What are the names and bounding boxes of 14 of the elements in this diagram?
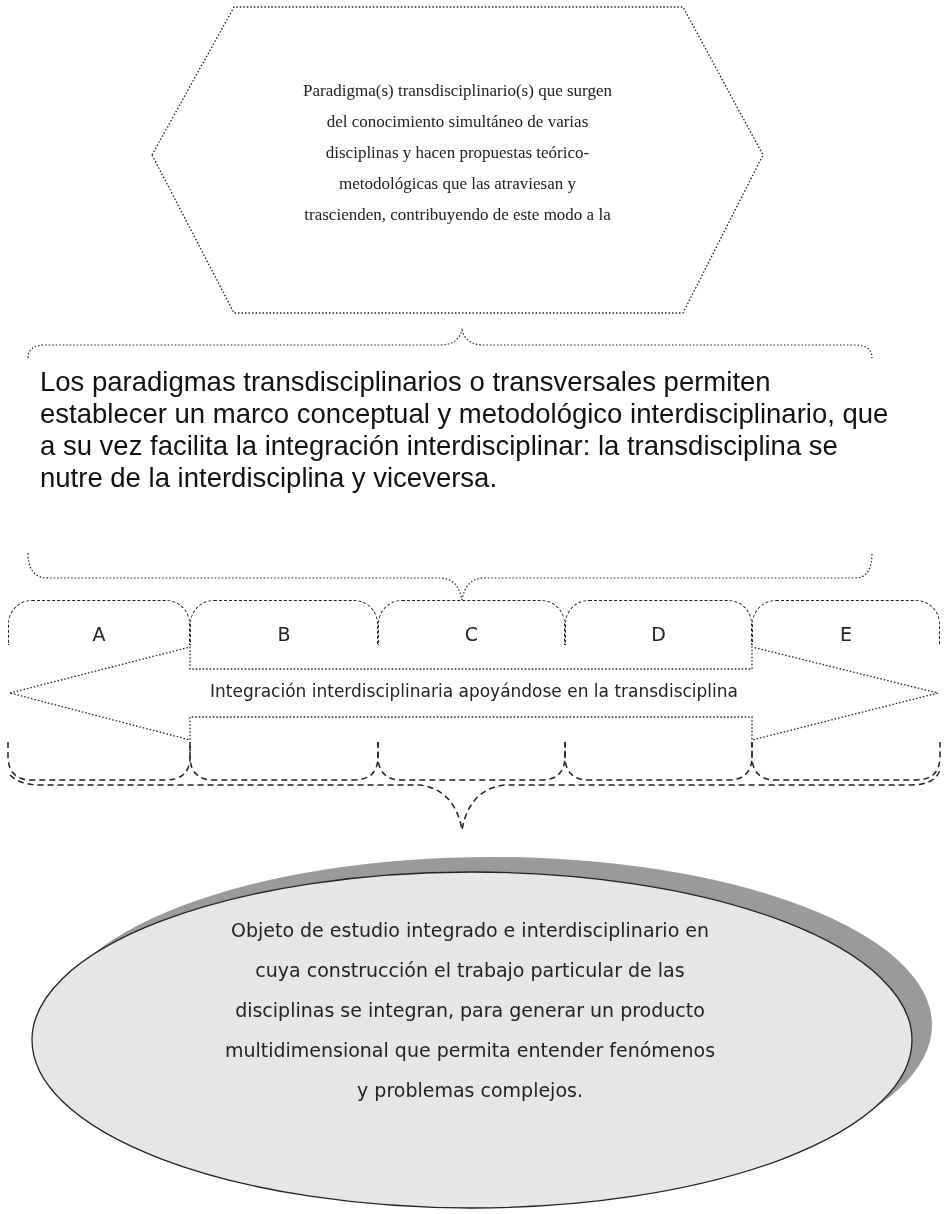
dashed-box bbox=[752, 600, 940, 645]
box-label: E bbox=[839, 623, 853, 645]
box-label: B bbox=[276, 623, 292, 645]
dashed-box bbox=[565, 600, 752, 645]
node-text: Objeto de estudio integrado e interdisciplinario en cuya construcción el trabajo particular de las disciplinas se integran, para generar un producto multidimensional que permita entender fenómenos y problemas complejos. bbox=[223, 918, 717, 1103]
paragraph-text: Los paradigmas transdisciplinarios o transversales permiten establecer un marco conceptual y metodológico interdisciplinario, que a su vez facilita la integración interdisciplinar: la transdisciplina se nutre de la interdisciplina y viceversa. bbox=[40, 366, 890, 494]
node-text: Paradigma(s) transdisciplinario(s) que surgen del conocimiento simultáneo de varias disciplinas y hacen propuestas teórico-metodológicas que las atraviesan y trascienden, contribuyendo de este modo a la bbox=[302, 80, 613, 226]
box-label: C bbox=[463, 623, 480, 645]
box-label: D bbox=[650, 623, 667, 645]
box-label: A bbox=[91, 623, 107, 645]
dashed-box bbox=[378, 600, 565, 645]
dashed-box bbox=[8, 600, 190, 645]
arrow-label: Integración interdisciplinaria apoyándose en la transdisciplina bbox=[209, 681, 739, 701]
dashed-box bbox=[190, 600, 378, 645]
